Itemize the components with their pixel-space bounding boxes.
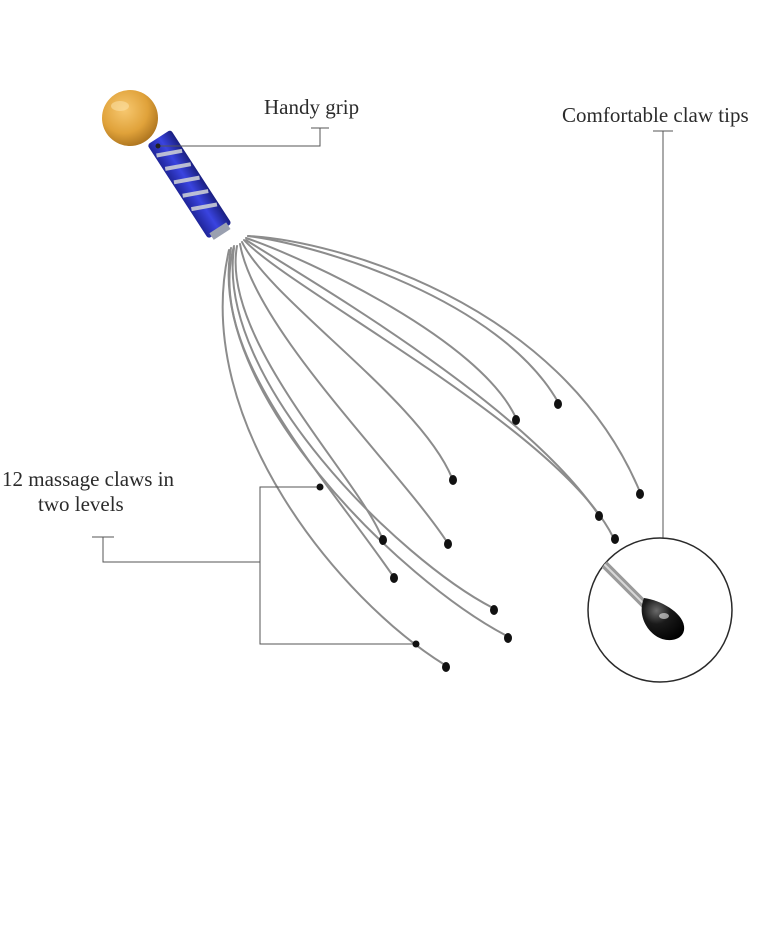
claw-wire (241, 241, 453, 479)
claw-wire (227, 247, 508, 637)
claw-tip (611, 534, 619, 544)
claws-label-line2: two levels (38, 492, 124, 516)
claw-tip (636, 489, 644, 499)
claw-tip (504, 633, 512, 643)
claws-callout (92, 483, 420, 648)
handle-body (148, 130, 231, 238)
claw-wire (243, 239, 614, 538)
claw-wire (245, 239, 599, 515)
claw-wire (247, 235, 641, 493)
claw-tip (379, 535, 387, 545)
tips-label: Comfortable claw tips (562, 103, 749, 127)
claw-wire (221, 249, 446, 666)
wooden-knob (102, 90, 158, 146)
claw-tip (490, 605, 498, 615)
claw-tip (512, 415, 520, 425)
massage-claws (221, 235, 641, 666)
claw-wire (231, 247, 494, 609)
tips-callout (653, 130, 673, 538)
claw-tip (449, 475, 457, 485)
claws-label-line1: 12 massage claws in (2, 467, 175, 491)
claw-tip (554, 399, 562, 409)
handle (148, 130, 231, 240)
claw-tip (595, 511, 603, 521)
claw-tip (444, 539, 452, 549)
claw-wire (245, 237, 517, 419)
grip-label: Handy grip (264, 95, 359, 119)
claw-wire (228, 245, 394, 577)
tip-zoom-inset (587, 537, 733, 683)
claw-tip (390, 573, 398, 583)
grip-callout (155, 127, 329, 149)
claw-tips (379, 399, 644, 672)
claw-wire (239, 243, 448, 543)
claw-tip (442, 662, 450, 672)
claw-wire (247, 235, 559, 403)
